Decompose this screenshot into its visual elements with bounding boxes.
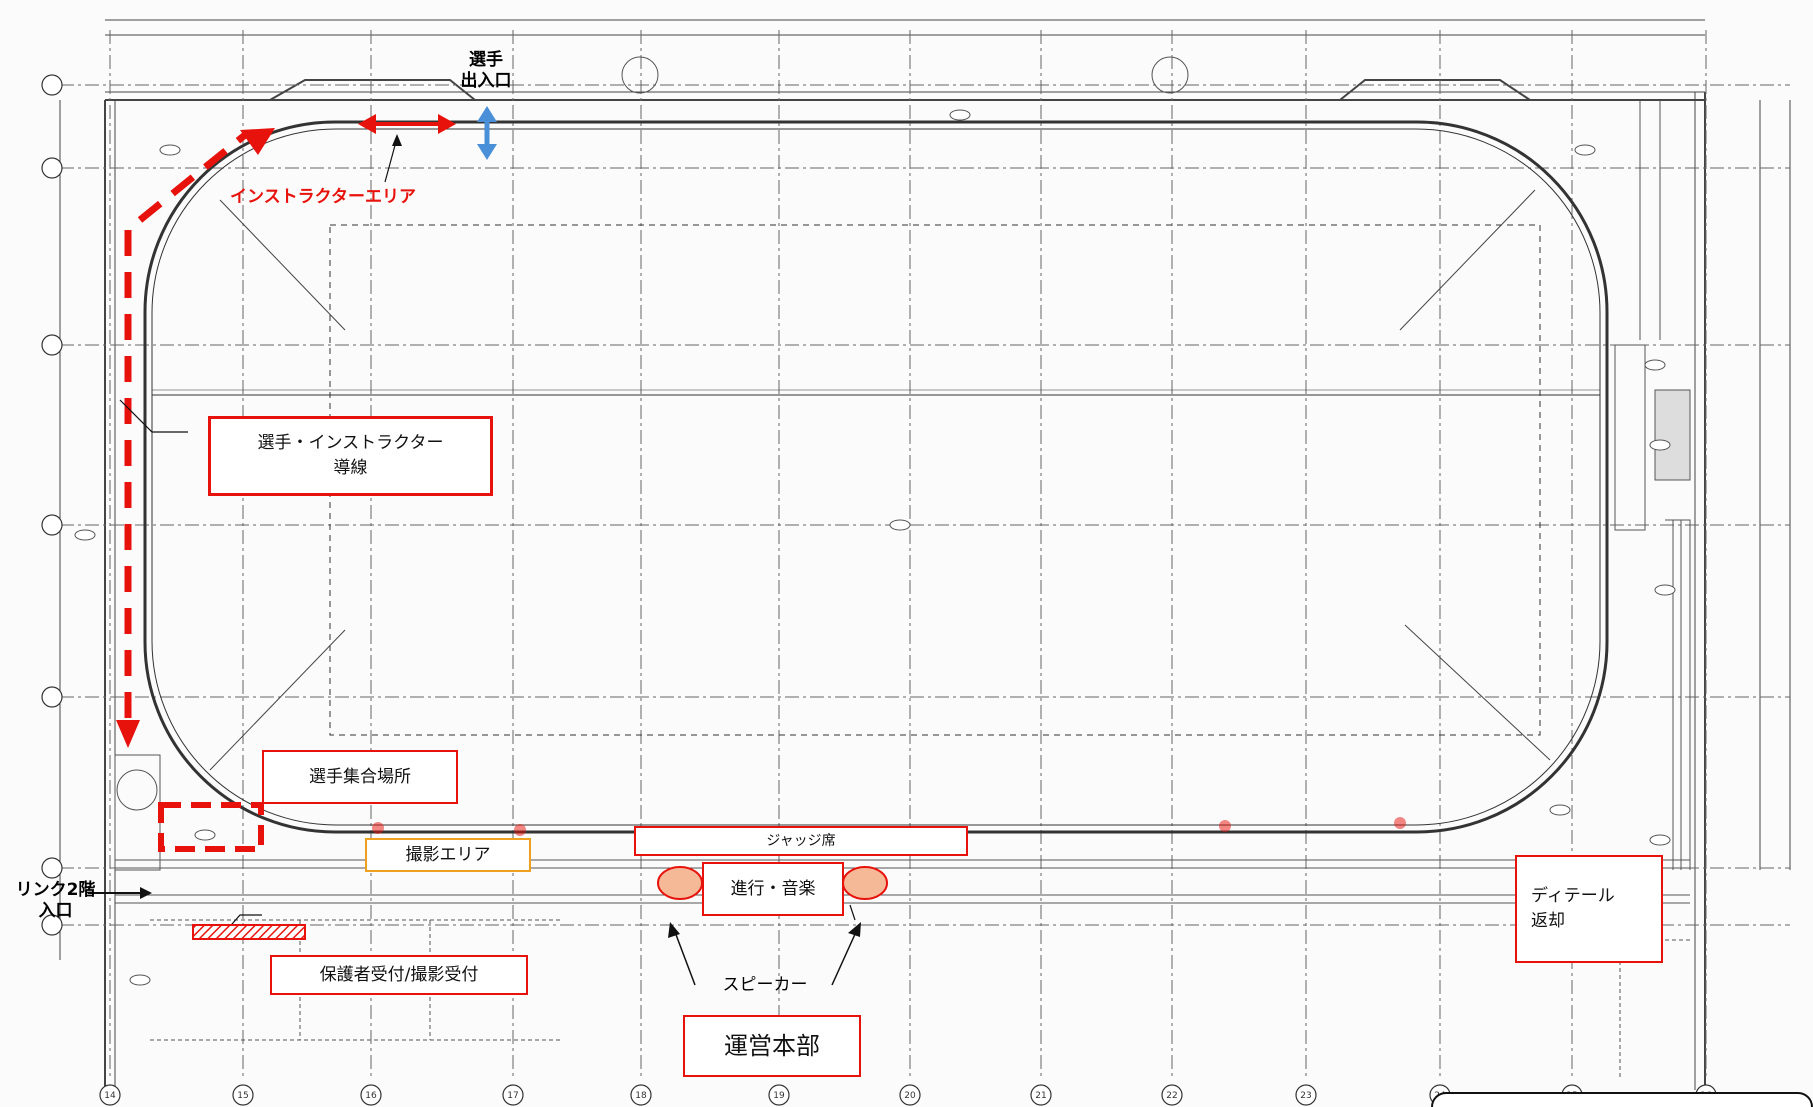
grid-label-23: 23: [1300, 1091, 1311, 1101]
guardian-reception-label: 保護者受付/撮影受付: [270, 955, 528, 995]
grid-label-16: 16: [365, 1091, 377, 1101]
operations-hq-label: 運営本部: [683, 1015, 861, 1077]
grid-label-22: 22: [1166, 1091, 1177, 1101]
route-dashed-path: [116, 128, 275, 748]
grid-label-18: 18: [635, 1091, 647, 1101]
athlete-assembly-label: 選手集合場所: [262, 750, 458, 804]
athlete-instructor-route-label: 選手・インストラクター 導線: [208, 416, 493, 496]
athlete-entrance-label: 選手 出入口: [460, 50, 512, 92]
grid-label-20: 20: [904, 1091, 916, 1101]
reception-marker: [192, 924, 306, 940]
instructor-area-label: インストラクターエリア: [230, 187, 416, 207]
instructor-area-arrow: [358, 114, 456, 134]
grid-label-15: 15: [237, 1091, 248, 1101]
photo-area-label: 撮影エリア: [365, 838, 531, 872]
grid-label-14: 14: [104, 1091, 116, 1101]
assembly-area-marker: [158, 802, 264, 852]
speaker-left: [657, 866, 703, 900]
speaker-right: [842, 866, 888, 900]
legend-box: [1431, 1092, 1813, 1107]
rink-2f-entrance-label: リンク2階 入口: [15, 880, 96, 922]
judge-seats-label: ジャッジ席: [634, 826, 968, 856]
entrance-arrow: [477, 106, 497, 160]
grid-label-19: 19: [773, 1091, 785, 1101]
grid-label-21: 21: [1035, 1091, 1046, 1101]
progress-music-label: 進行・音楽: [702, 862, 844, 916]
grid-label-17: 17: [507, 1091, 518, 1101]
detail-return-label: ディテール 返却: [1515, 855, 1663, 963]
speaker-label: スピーカー: [722, 975, 808, 995]
